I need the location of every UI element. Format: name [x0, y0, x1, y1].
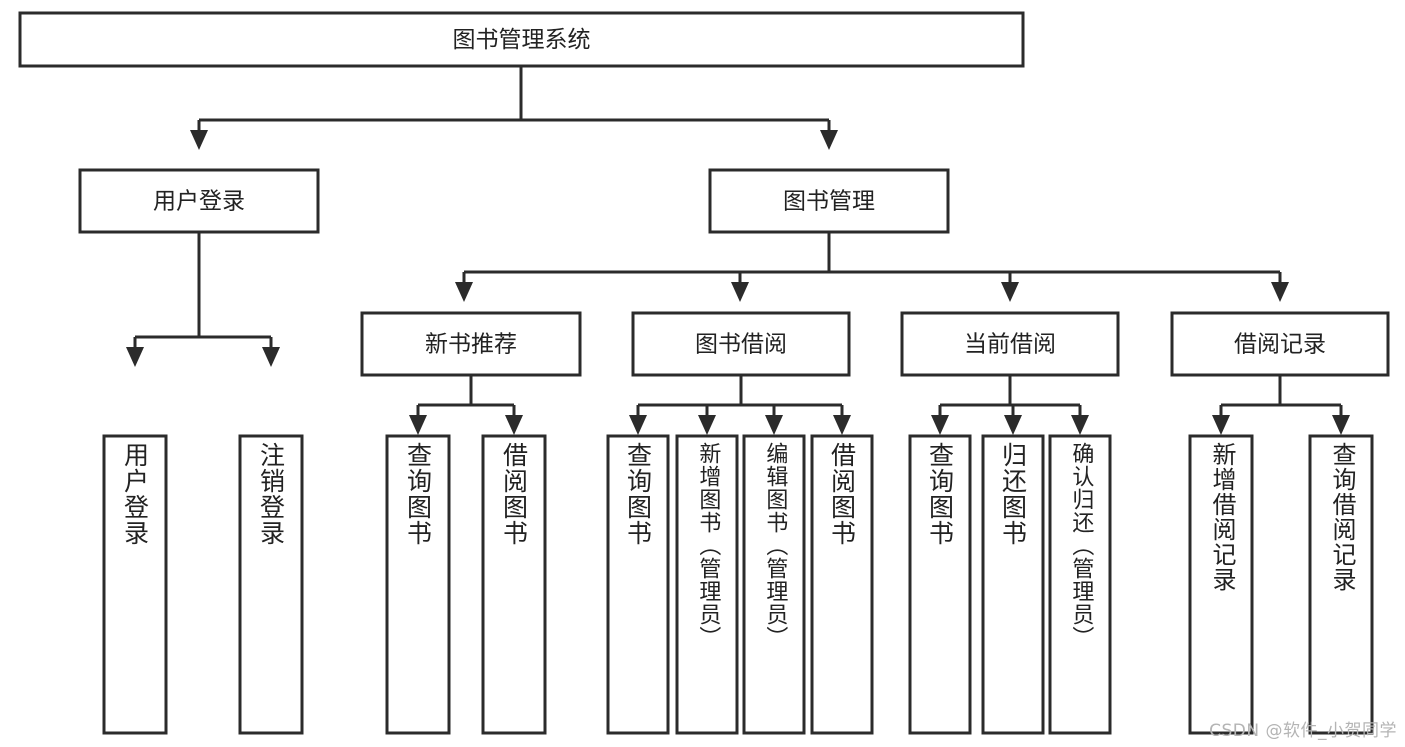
leaf-node-9-node-e5bd92e8bf98e59bbee4b9a6[interactable]: [981, 434, 1045, 735]
level3-node-1-node-e59bbee4b9a6e5809fe99885[interactable]: 图书借阅: [631, 311, 851, 377]
leaf-node-6-node-e7bc96e8be91e59bbee4b9a6[interactable]: [742, 434, 806, 735]
level3-node-3-node-e5809fe99885e8aeb0e5bd95[interactable]: 借阅记录: [1170, 311, 1390, 377]
level3-node-2-node-e5bd93e5898de5809fe99885[interactable]: 当前借阅: [900, 311, 1120, 377]
connector-borrow-record-to-leaves: [1212, 375, 1350, 435]
node-label: 当前借阅: [964, 332, 1056, 358]
connector-new-book-to-leaves: [409, 375, 523, 435]
level3-node-0-node-e696b0e4b9a6e68ea8e88d90[interactable]: 新书推荐: [360, 311, 582, 377]
node-label: 新书推荐: [425, 332, 517, 358]
leaf-node-1-node-e6b3a8e99480e799bbe5bd95[interactable]: [238, 434, 304, 735]
node-label: 图书借阅: [695, 332, 787, 358]
leaf-node-7-node-e5809fe99885e59bbee4b9a6[interactable]: [810, 434, 874, 735]
leaf-node-11-node-e696b0e5a29ee5809fe99885[interactable]: [1188, 434, 1254, 735]
connector-book-manage-to-level3: [455, 232, 1289, 302]
root-node-0-node-e59bbee4b9a6e7aea1e79086[interactable]: 图书管理系统: [18, 11, 1025, 68]
leaf-node-3-node-e5809fe99885e59bbee4b9a6[interactable]: [481, 434, 547, 735]
level2-node-1-node-e59bbee4b9a6e7aea1e79086[interactable]: 图书管理: [708, 168, 950, 234]
leaf-node-12-node-e69fa5e8afa2e5809fe99885[interactable]: [1308, 434, 1374, 735]
node-label: 图书管理: [783, 189, 875, 215]
node-label: 借阅记录: [1234, 332, 1326, 358]
node-label: 用户登录: [153, 189, 245, 215]
connector-current-borrow-to-leaves: [931, 375, 1089, 435]
leaf-node-0-node-e794a8e688b7e799bbe5bd95[interactable]: [102, 434, 168, 735]
connector-root-to-level2: [190, 66, 838, 150]
leaf-node-4-node-e69fa5e8afa2e59bbee4b9a6[interactable]: [606, 434, 670, 735]
connector-borrow-book-to-leaves: [629, 375, 851, 435]
watermark: CSDN @软件_小贺同学: [1209, 721, 1397, 741]
leaf-node-10-node-e7a1aee8aea4e5bd92e8bf98[interactable]: [1048, 434, 1112, 735]
level2-node-0-node-e794a8e688b7e799bbe5bd95[interactable]: 用户登录: [78, 168, 320, 234]
leaf-node-2-node-e69fa5e8afa2e59bbee4b9a6[interactable]: [385, 434, 451, 735]
leaf-node-8-node-e69fa5e8afa2e59bbee4b9a6[interactable]: [908, 434, 972, 735]
connector-user-login-to-leaves: [126, 232, 280, 367]
leaf-node-5-node-e696b0e5a29ee59bbee4b9a6[interactable]: [675, 434, 739, 735]
node-label: 图书管理系统: [453, 27, 591, 53]
